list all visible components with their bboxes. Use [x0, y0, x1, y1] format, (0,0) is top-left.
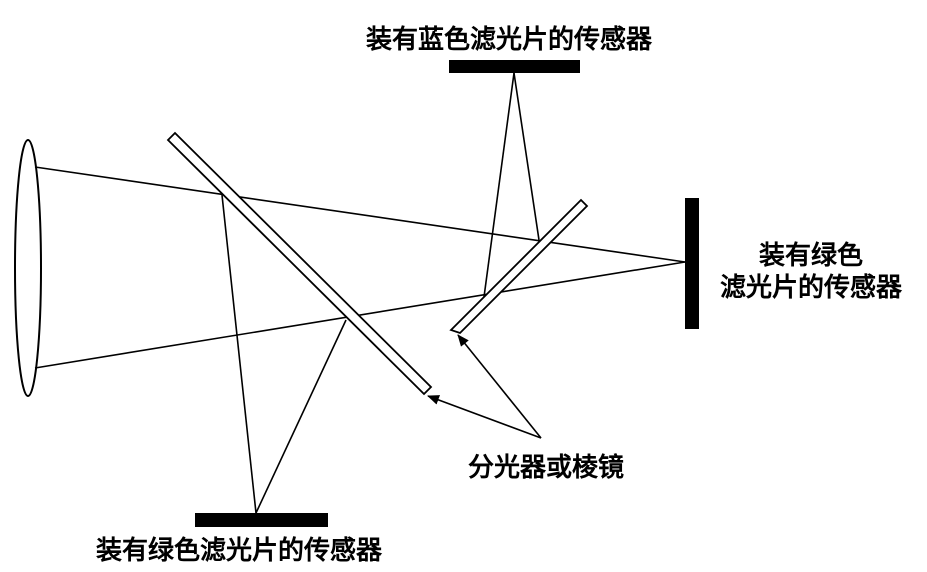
right-sensor [685, 198, 699, 329]
bottom-sensor [195, 513, 328, 527]
beam-splitter-small [449, 198, 589, 335]
splitter-label: 分光器或棱镜 [468, 453, 625, 483]
ray-upper-main [34, 166, 686, 263]
arrow-to-large-splitter [427, 395, 542, 439]
arrow-to-small-splitter [457, 334, 542, 439]
ray-reflect-top-1 [483, 72, 515, 298]
lens [14, 139, 42, 397]
bottom-sensor-label: 装有绿色滤光片的传感器 [96, 536, 383, 566]
ray-lower-main [34, 261, 686, 369]
top-sensor-label: 装有蓝色滤光片的传感器 [366, 25, 653, 55]
ray-reflect-bottom-2 [255, 319, 347, 514]
ray-reflect-top-2 [513, 72, 540, 241]
right-sensor-label-line2: 滤光片的传感器 [720, 273, 903, 303]
right-sensor-label-line1: 装有绿色 [759, 241, 864, 271]
ray-reflect-bottom-1 [221, 194, 257, 514]
right-sensor-label: 装有绿色 滤光片的传感器 [720, 240, 902, 304]
beam-splitter-large [166, 131, 433, 396]
top-sensor [449, 60, 580, 73]
